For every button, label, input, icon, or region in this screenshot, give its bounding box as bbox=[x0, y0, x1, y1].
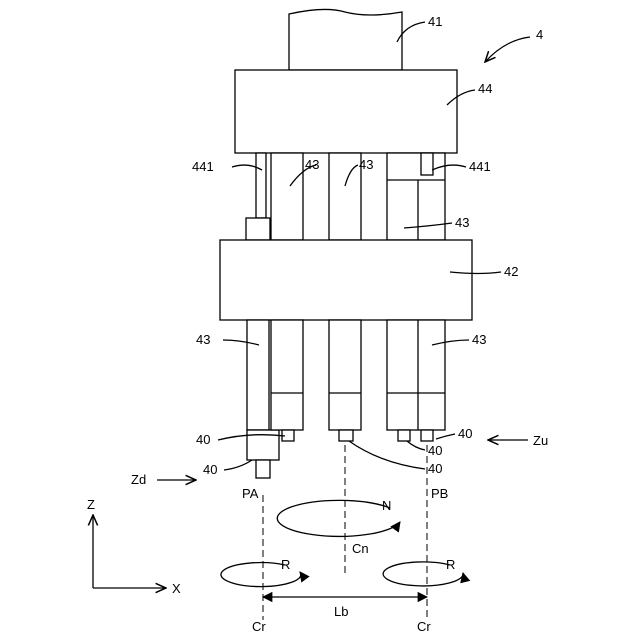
lower-rods bbox=[247, 320, 445, 478]
label-40-c: 40 bbox=[458, 426, 472, 441]
label-lb: Lb bbox=[334, 604, 348, 619]
unit-4-arrow bbox=[485, 37, 530, 62]
label-41: 41 bbox=[428, 14, 442, 29]
nozzle-pa bbox=[256, 460, 270, 478]
upper-block-44 bbox=[235, 70, 457, 153]
label-pb: PB bbox=[431, 486, 448, 501]
shaft-41 bbox=[289, 9, 402, 70]
label-43-lower-left: 43 bbox=[196, 332, 210, 347]
label-pa: PA bbox=[242, 486, 259, 501]
label-4: 4 bbox=[536, 27, 543, 42]
label-cr-right: Cr bbox=[417, 619, 431, 634]
coordinate-axes bbox=[93, 515, 166, 588]
nozzle-40-right-outer bbox=[421, 430, 433, 441]
label-43-lower-right: 43 bbox=[472, 332, 486, 347]
pin-441-left bbox=[256, 153, 266, 218]
label-r-right: R bbox=[446, 557, 455, 572]
rod-43-lower-right bbox=[387, 320, 445, 430]
label-axis-x: X bbox=[172, 581, 181, 596]
rod-43-lower-left-outer bbox=[247, 320, 269, 430]
label-r-left: R bbox=[281, 557, 290, 572]
label-n: N bbox=[382, 498, 391, 513]
label-43-upper-right: 43 bbox=[455, 215, 469, 230]
nozzle-40-center bbox=[339, 430, 353, 441]
label-44: 44 bbox=[478, 81, 492, 96]
pin-441-left-foot bbox=[246, 218, 270, 240]
nozzle-40-right-inner bbox=[398, 430, 410, 441]
label-43-upper-center: 43 bbox=[359, 157, 373, 172]
label-cr-left: Cr bbox=[252, 619, 266, 634]
center-lines bbox=[263, 445, 427, 620]
label-441-left: 441 bbox=[192, 159, 214, 174]
lower-block-42 bbox=[220, 240, 472, 320]
label-cn: Cn bbox=[352, 541, 369, 556]
label-42: 42 bbox=[504, 264, 518, 279]
rod-43-lower-left-inner bbox=[271, 320, 303, 430]
rod-43-upper-left bbox=[271, 153, 303, 240]
label-40-b: 40 bbox=[203, 462, 217, 477]
label-zu: Zu bbox=[533, 433, 548, 448]
label-43-upper-left: 43 bbox=[305, 157, 319, 172]
label-441-right: 441 bbox=[469, 159, 491, 174]
label-40-d: 40 bbox=[428, 443, 442, 458]
label-zd: Zd bbox=[131, 472, 146, 487]
rod-43-lower-center bbox=[329, 320, 361, 430]
label-40-e: 40 bbox=[428, 461, 442, 476]
pin-441-right bbox=[421, 153, 433, 175]
label-40-a: 40 bbox=[196, 432, 210, 447]
label-axis-z: Z bbox=[87, 497, 95, 512]
